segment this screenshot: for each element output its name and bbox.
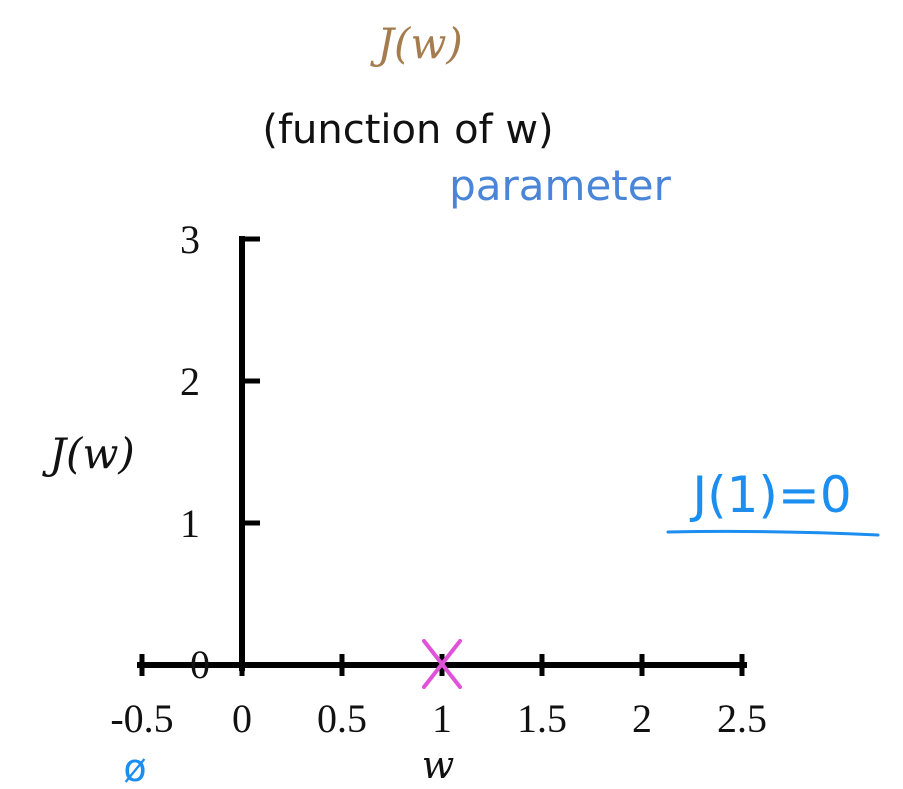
chart-title: J(w) [369, 19, 463, 68]
x-tick-label: 0 [232, 696, 252, 741]
x-tick-label: 2.5 [717, 696, 767, 741]
chart-subtitle: (function of w) [262, 107, 553, 153]
y-axis-label: J(w) [41, 429, 135, 478]
y-tick-label: 2 [180, 359, 200, 404]
result-underline [666, 529, 880, 537]
theta-symbol: ø [123, 746, 146, 789]
x-tick-label: 0.5 [317, 696, 367, 741]
result-annotation: J(1)=0 [689, 466, 851, 524]
y-tick-label: 3 [180, 217, 200, 262]
y-tick-label: 0 [190, 642, 210, 687]
marker-stroke [422, 639, 462, 689]
x-tick-label: 2 [632, 696, 652, 741]
x-tick-label: 1.5 [517, 696, 567, 741]
parameter-annotation: parameter [449, 161, 671, 210]
data-point-marker [422, 639, 462, 689]
x-axis-label: w [422, 743, 455, 787]
plot-area: -0.5 0 0.5 1 1.5 2 2.5 0 1 2 3 [110, 217, 767, 741]
x-tick-label: -0.5 [110, 696, 173, 741]
y-tick-label: 1 [180, 501, 200, 546]
x-tick-label: 1 [432, 696, 452, 741]
